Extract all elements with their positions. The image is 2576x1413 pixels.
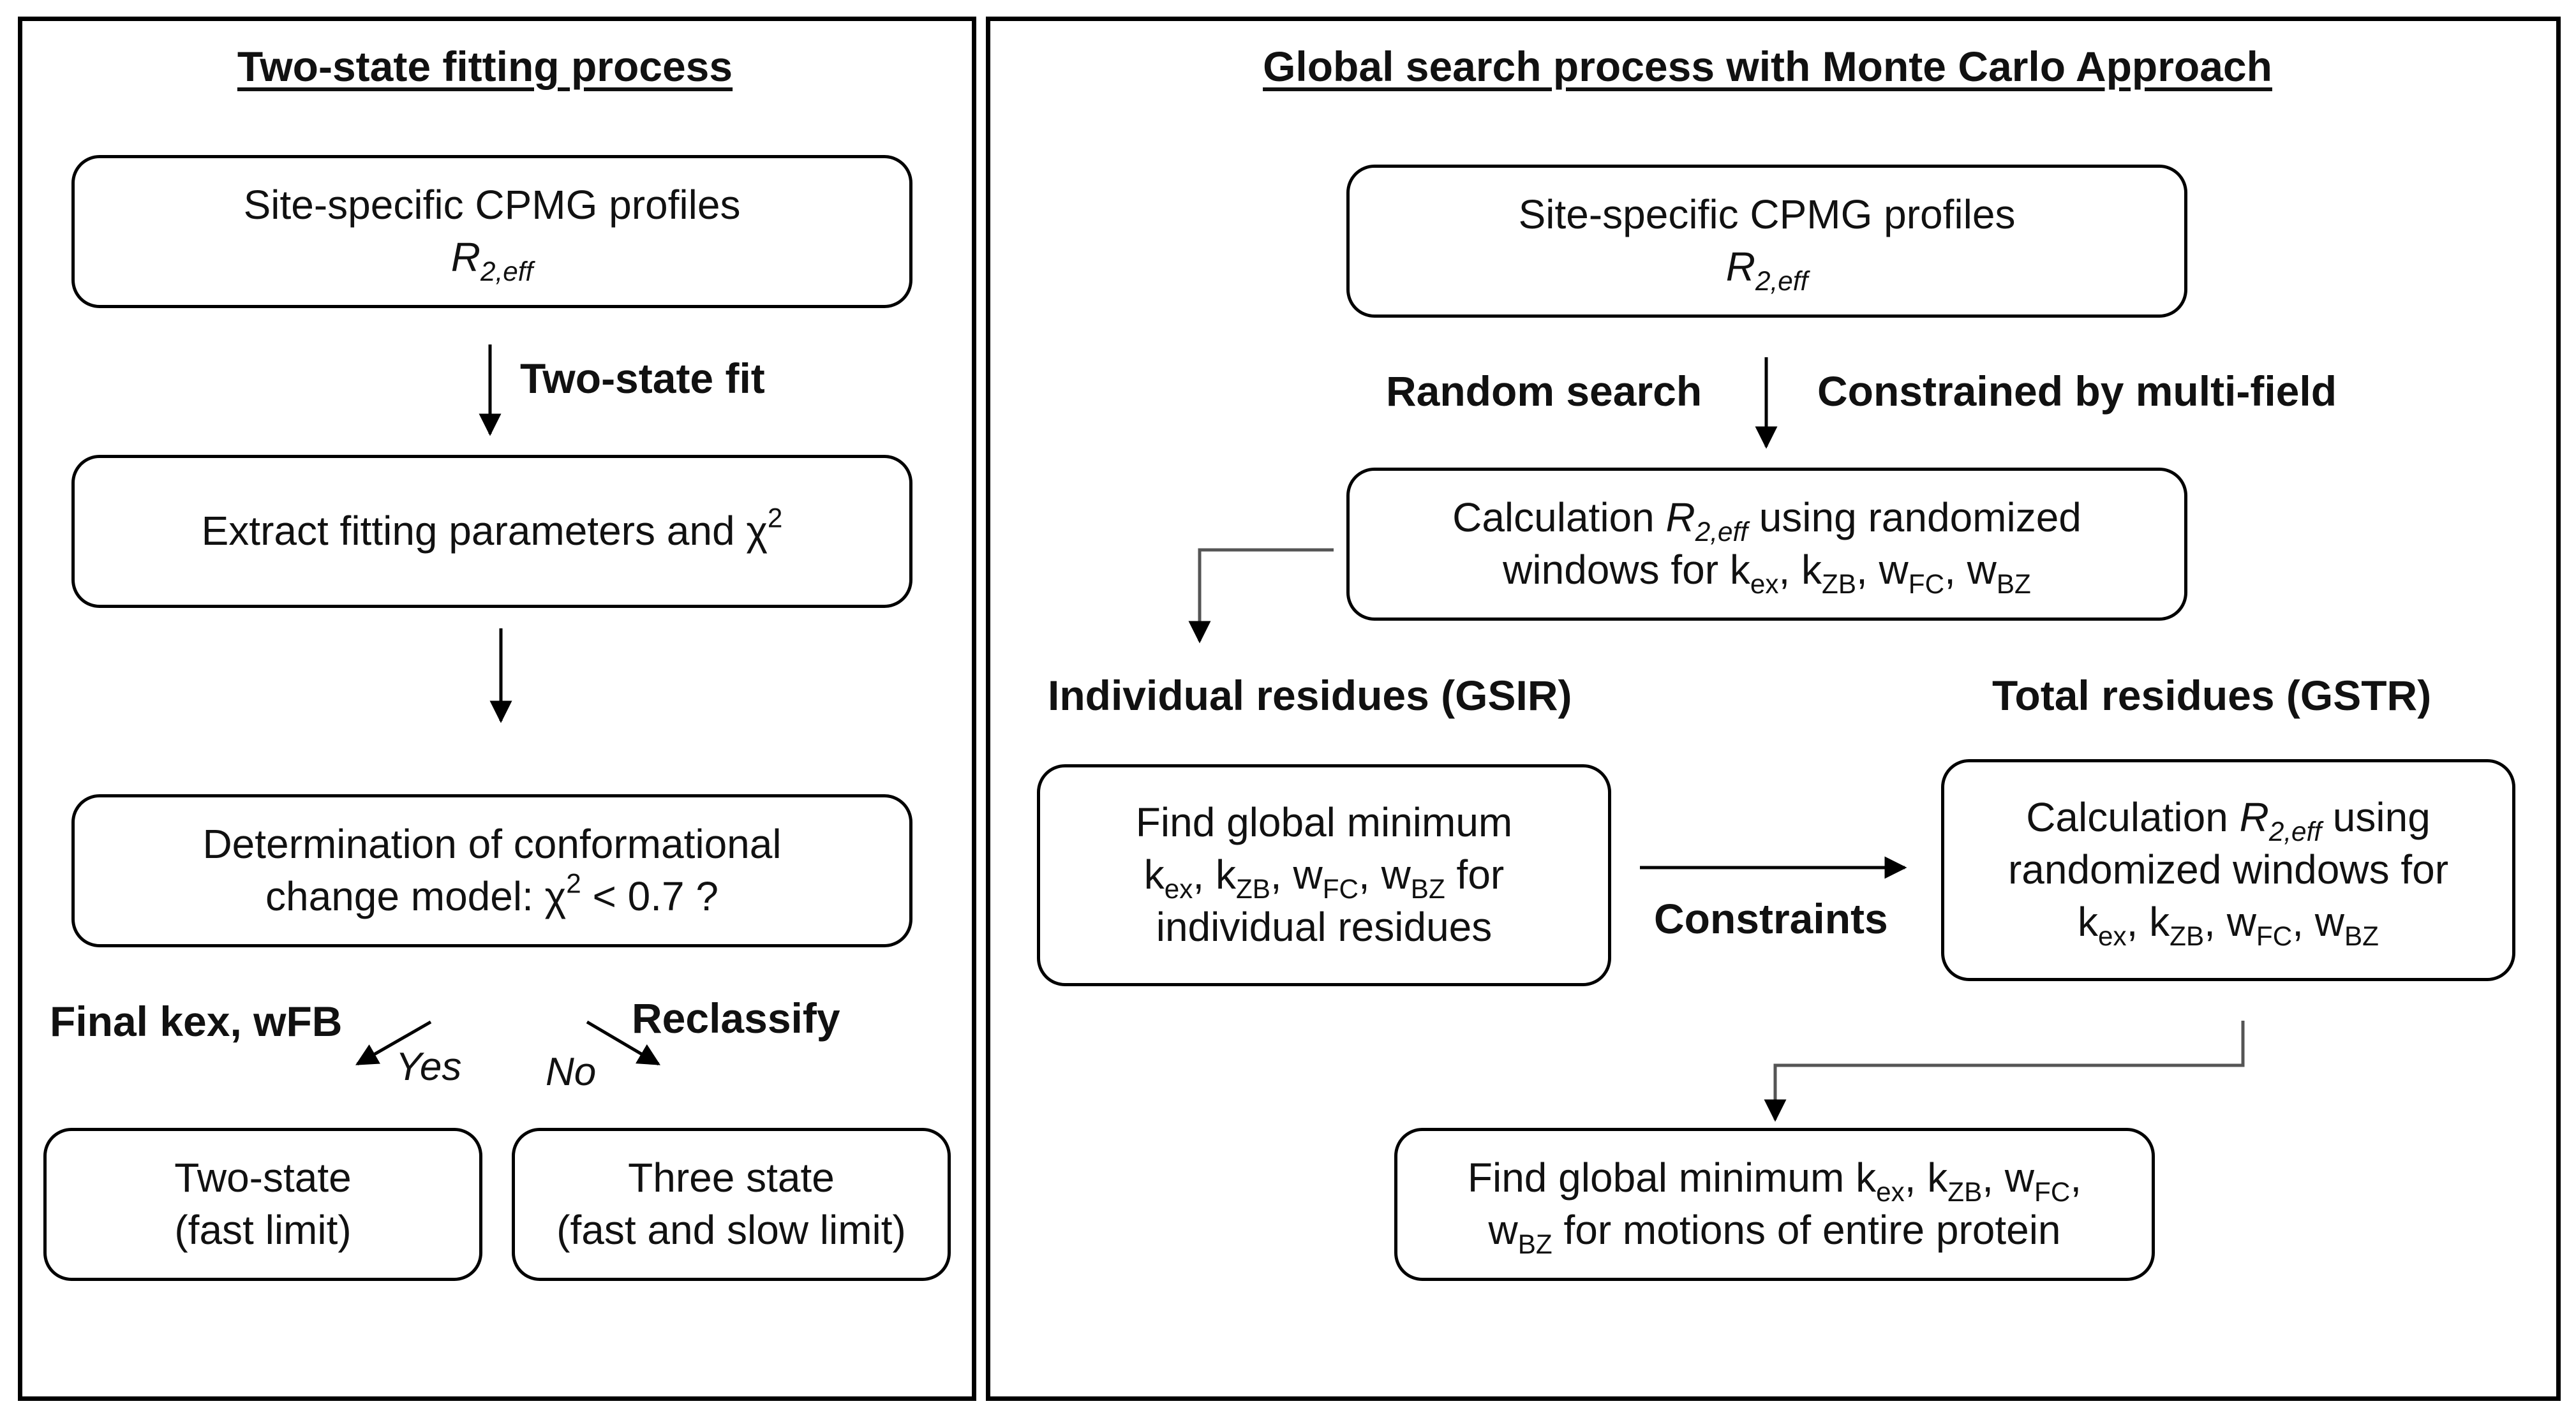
yes-label: Yes [396, 1045, 462, 1089]
left-title: Two-state fitting process [237, 43, 733, 90]
left-cpmg-text: Site-specific CPMG profiles [243, 182, 741, 228]
right-title: Global search process with Monte Carlo A… [1263, 43, 2272, 90]
constraints-label: Constraints [1654, 895, 1888, 942]
right-cpmg-box: Site-specific CPMG profiles R2,eff [1346, 165, 2187, 318]
total-calculation-box: Calculation R2,eff using randomized wind… [1941, 759, 2515, 981]
individual-minimum-box: Find global minimum kex, kZB, wFC, wBZ f… [1037, 764, 1611, 986]
extract-parameters-box: Extract fitting parameters and χ2 [71, 455, 912, 608]
constrained-label: Constrained by multi-field [1817, 367, 2337, 415]
global-minimum-box: Find global minimum kex, kZB, wFC, wBZ f… [1394, 1128, 2155, 1281]
reclassify-label: Reclassify [632, 995, 840, 1042]
total-residues-label: Total residues (GSTR) [1992, 672, 2432, 719]
final-kex-label: Final kex, wFB [50, 998, 343, 1045]
calculation-box: Calculation R2,eff using randomized wind… [1346, 468, 2187, 621]
r2eff-symbol: R2,eff [450, 234, 533, 286]
r2eff-symbol: R2,eff [1725, 244, 1808, 296]
left-cpmg-box: Site-specific CPMG profiles R2,eff [71, 155, 912, 308]
random-search-label: Random search [1386, 367, 1702, 415]
three-state-box: Three state (fast and slow limit) [512, 1128, 951, 1281]
individual-residues-label: Individual residues (GSIR) [1048, 672, 1572, 719]
no-label: No [546, 1050, 597, 1094]
two-state-fit-label: Two-state fit [520, 355, 765, 402]
determination-box: Determination of conformational change m… [71, 794, 912, 947]
two-state-box: Two-state (fast limit) [43, 1128, 482, 1281]
